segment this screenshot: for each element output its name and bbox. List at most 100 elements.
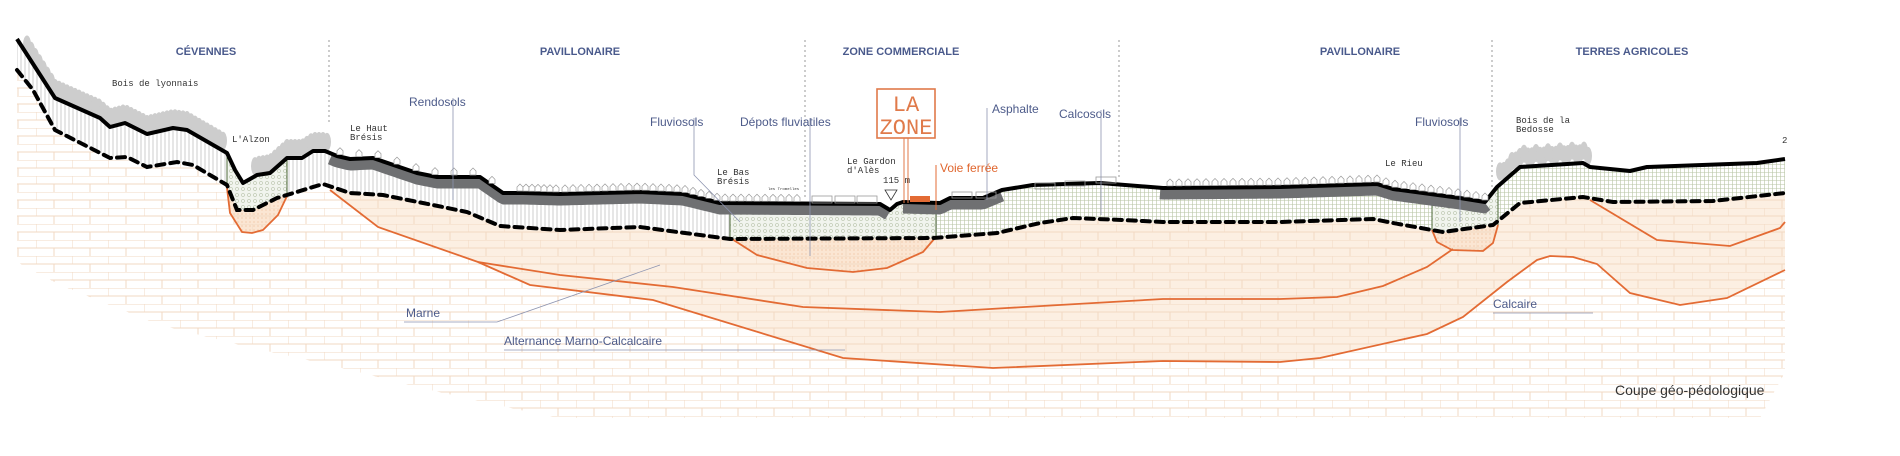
house-icon [1274,177,1282,186]
house-icon [729,193,737,202]
soil-rendosols: Rendosols [409,95,466,109]
zone-pavillonaire-1: PAVILLONAIRE [540,46,620,58]
house-icon [1427,184,1435,193]
house-icon [1256,177,1264,186]
place-bedosse-2: Bedosse [1516,125,1554,135]
house-icon [777,193,785,202]
house-icon [1391,179,1399,188]
house-icon [1328,175,1336,184]
water-table-line [15,68,1787,242]
house-icon [641,182,649,191]
house-icon [697,188,705,197]
tree-icon [219,131,227,150]
house-icon [1220,177,1228,186]
railway-icon [910,196,930,202]
house-icon [528,183,536,192]
geology-line-right [1589,199,1786,247]
asphalt-layer [327,154,1491,220]
house-icon [785,193,793,202]
house-icon [793,193,801,202]
la-zone-sign: LA ZONE [876,88,936,203]
tree-icon [323,132,331,151]
house-icon [577,183,585,192]
geology-lines [226,187,1786,369]
house-icon [721,193,729,202]
gardon-pocket-line [731,237,936,273]
house-icon [336,147,344,156]
geology-line-upper [329,189,1454,313]
zone-dividers [328,40,1493,200]
building-icon [1034,182,1056,190]
building-icon [951,191,973,199]
house-icon [681,184,689,193]
asphalt-band [902,190,1005,215]
house-icon [1382,177,1390,186]
commercial-buildings [811,176,1117,204]
house-icon [1202,178,1210,186]
building-icon [834,195,856,204]
house-icon [469,167,477,176]
geology-alternance: Alternance Marno-Calcalcaire [504,334,662,348]
house-icon [1400,180,1408,189]
house-icon [561,184,569,193]
geology-calcaire: Calcaire [1493,297,1537,311]
house-icon [1166,178,1174,187]
house-icon [1175,178,1183,187]
place-edge-fragment: 2 [1782,136,1787,146]
asphalt-band [1159,184,1491,214]
place-haut-bresis-2: Brésis [350,133,382,143]
house-icon [534,183,542,192]
building-icon [975,191,997,199]
building-icon [856,195,878,204]
water-level-triangle-icon [884,189,898,201]
house-icon [1355,175,1363,183]
house-icon [1301,176,1309,185]
building-icon [1064,180,1086,187]
house-icon [1265,177,1273,186]
house-icon [609,183,617,192]
house-icon [431,167,439,175]
house-icon [1319,176,1327,185]
house-icon [737,193,745,202]
altitude-marker: 115 m [883,176,910,186]
sign-line-2: ZONE [880,116,933,141]
geology-marne: Marne [406,306,440,320]
house-icon [1337,175,1345,184]
house-icon [633,182,641,191]
house-icon [1472,191,1480,199]
house-icon [1283,177,1291,186]
house-icon [1418,183,1426,192]
house-icon [1436,185,1444,194]
house-icon [540,184,548,192]
rieu-pocket-line [1431,224,1499,252]
place-tromelles: les Tromelles [768,187,800,192]
house-icon [546,184,554,193]
house-icon [522,183,530,192]
house-icon [1193,178,1201,187]
house-icon [1463,189,1471,198]
house-icon [745,193,753,202]
tree-icon [1584,146,1592,165]
house-icon [450,167,458,176]
building-icon [811,195,833,204]
house-icon [1247,177,1255,186]
house-icon [689,186,697,195]
geology-line-lower [477,255,1786,369]
sign-line-1: LA [893,93,920,118]
place-gardon-2: d'Alès [847,166,879,176]
place-bas-bresis-1: Le Bas [717,168,749,178]
house-icon [1229,177,1237,186]
house-icon [657,183,665,192]
house-icon [761,193,769,202]
house-icon [1346,175,1354,184]
house-icon [1373,174,1381,183]
house-icon [625,182,633,191]
house-icon [488,175,496,184]
house-icon [355,149,363,157]
house-icon [1364,174,1372,183]
place-bois-lyonnais: Bois de lyonnais [112,79,198,89]
house-icon [649,183,657,191]
house-icon [705,190,713,199]
house-icon [412,163,420,172]
house-icon [665,183,673,192]
